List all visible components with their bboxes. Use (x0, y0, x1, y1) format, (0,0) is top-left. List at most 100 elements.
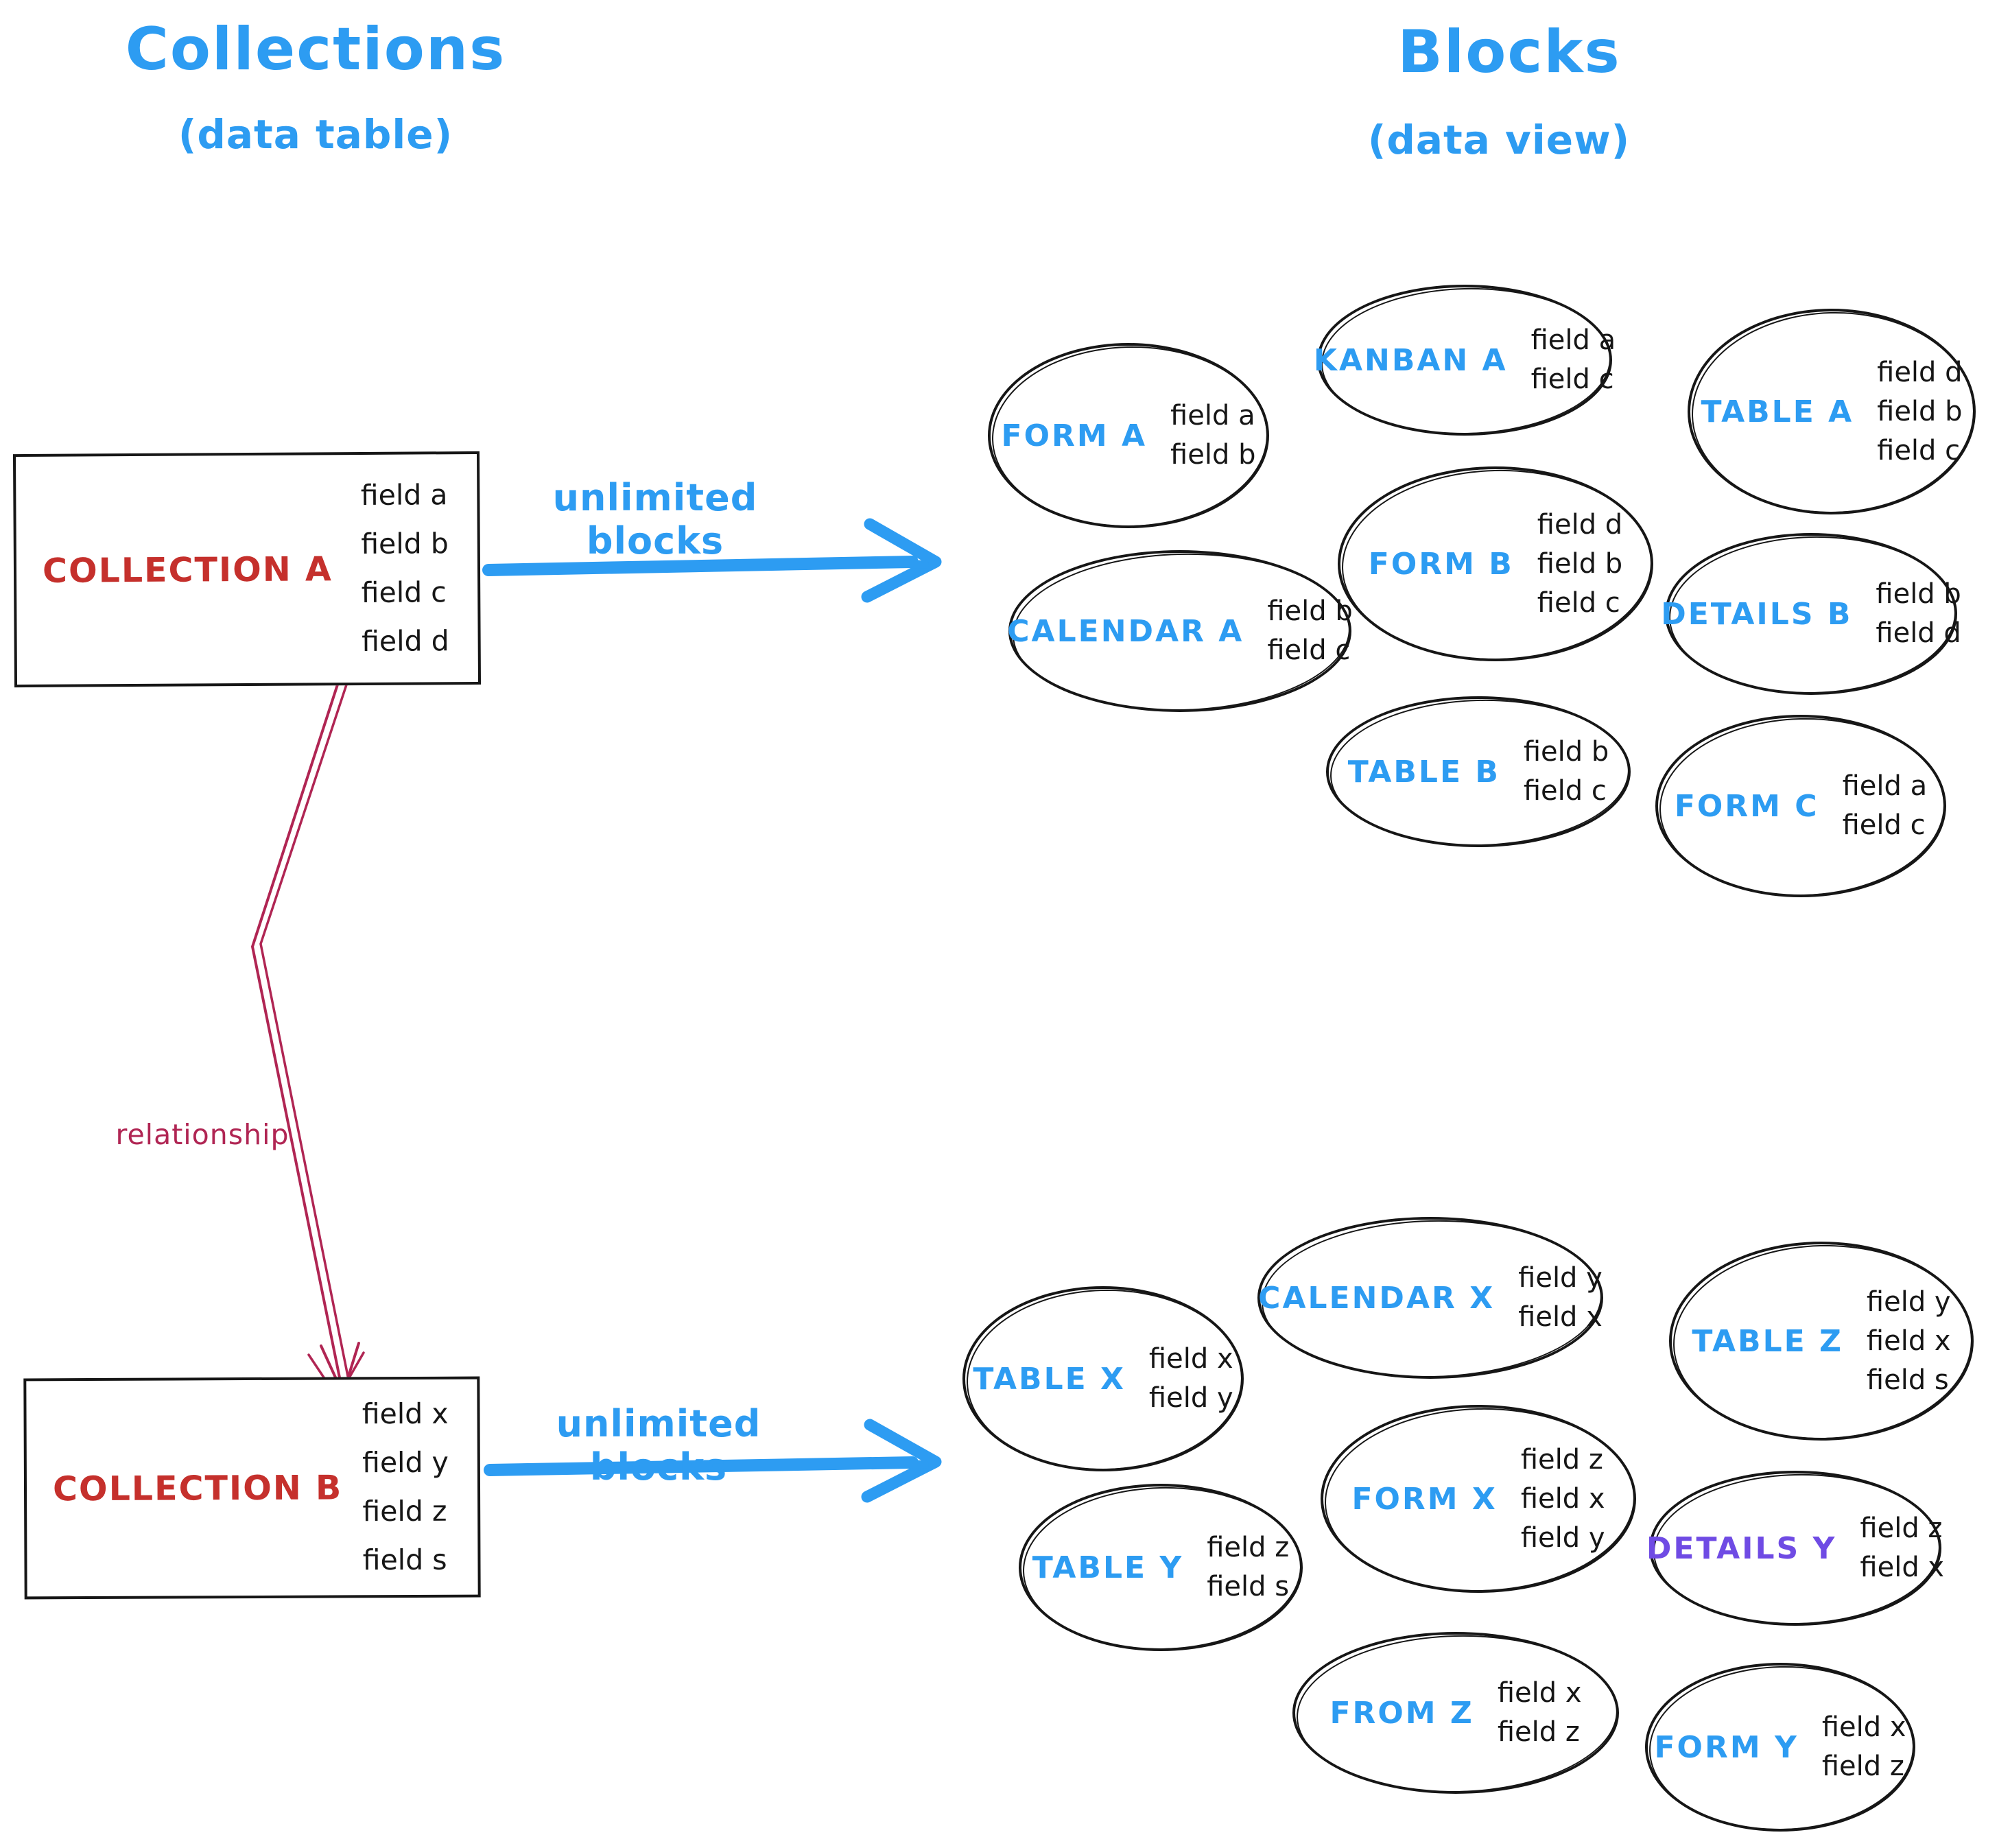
block-bubble-calendar-x: CALENDAR X field y field x (1257, 1216, 1604, 1382)
bubble-outline (1338, 466, 1653, 661)
bubble-outline (1649, 1471, 1941, 1626)
bubble-outline (1317, 285, 1612, 436)
field-label: field c (1530, 364, 1614, 395)
field-label: field a (1842, 770, 1928, 802)
field-label: field x (1866, 1325, 1951, 1357)
bubble-outline (1645, 1663, 1915, 1832)
block-label: CALENDAR X (1258, 1280, 1495, 1316)
field-label: field x (1821, 1711, 1906, 1743)
collection-name: COLLECTION A (42, 549, 333, 591)
bubble-outline (1292, 1632, 1619, 1794)
block-fields: field d field b field c (1537, 506, 1622, 623)
unlimited-blocks-arrowhead-b (861, 1419, 942, 1503)
blocks-title: Blocks (1397, 18, 1621, 86)
block-fields: field y field x (1518, 1259, 1603, 1337)
field-label: field b (1267, 595, 1353, 627)
block-bubble-kanban-a: KANBAN A field a field c (1313, 284, 1616, 438)
block-label: CALENDAR A (1007, 613, 1244, 649)
block-label: FORM A (1001, 418, 1148, 453)
block-label: FORM B (1368, 546, 1514, 582)
field-label: field y (1518, 1262, 1603, 1294)
block-bubble-calendar-a: CALENDAR A field b field c (1007, 549, 1353, 715)
unlimited-blocks-label-a: unlimited blocks (552, 476, 758, 562)
block-fields: field d field b field c (1877, 353, 1962, 471)
block-fields: field a field c (1531, 321, 1616, 399)
field-label: field z (1207, 1532, 1290, 1563)
field-label: field c (1842, 809, 1926, 841)
block-bubble-form-c: FORM C field a field c (1655, 714, 1948, 900)
field-label: field s (362, 1543, 447, 1577)
field-label: field c (1877, 434, 1961, 466)
field-label: field b (1537, 547, 1623, 580)
block-label: FORM C (1674, 788, 1819, 824)
field-label: field x (1497, 1677, 1582, 1709)
block-fields: field y field x field s (1867, 1283, 1951, 1400)
field-label: field y (1866, 1286, 1951, 1318)
relationship-arrow-line (250, 656, 348, 1392)
field-label: field b (361, 527, 449, 560)
collection-name: COLLECTION B (52, 1467, 343, 1508)
unlimited-blocks-arrowhead-a (861, 518, 942, 603)
field-label: field a (1530, 324, 1616, 356)
block-bubble-form-b: FORM B field d field b field c (1338, 466, 1655, 664)
field-label: field d (361, 624, 449, 658)
field-label: field z (1497, 1716, 1580, 1748)
field-label: field b (1523, 736, 1609, 768)
block-fields: field x field y (1149, 1340, 1233, 1418)
field-label: field c (1537, 587, 1620, 619)
field-label: field d (1876, 617, 1961, 649)
block-label: TABLE Y (1032, 1550, 1184, 1585)
field-label: field c (361, 576, 447, 609)
field-label: field a (1170, 400, 1255, 431)
bubble-outline (962, 1286, 1244, 1471)
field-label: field x (1518, 1301, 1603, 1333)
bubble-outline (1019, 1484, 1303, 1651)
field-label: field d (1537, 508, 1623, 541)
block-label: TABLE X (973, 1361, 1126, 1397)
collection-fields: field a field b field c field d (361, 471, 449, 666)
field-label: field s (1866, 1364, 1949, 1396)
field-label: field y (1148, 1382, 1233, 1414)
block-fields: field x field z (1498, 1674, 1582, 1752)
block-label: DETAILS Y (1646, 1530, 1837, 1566)
field-label: field b (1877, 395, 1963, 427)
bubble-outline (1008, 550, 1351, 712)
block-fields: field b field c (1267, 592, 1352, 670)
block-label: FORM Y (1654, 1729, 1799, 1765)
field-label: field c (1267, 635, 1351, 666)
bubble-outline (1257, 1217, 1603, 1379)
block-bubble-table-y: TABLE Y field z field s (1019, 1484, 1303, 1653)
block-bubble-table-x: TABLE X field x field y (962, 1286, 1245, 1473)
block-label: KANBAN A (1313, 342, 1508, 378)
field-label: field x (1520, 1482, 1605, 1515)
bubble-outline (1655, 715, 1946, 897)
relationship-arrow-line-2 (259, 659, 356, 1384)
field-label: field x (1860, 1552, 1945, 1583)
block-label: TABLE Z (1692, 1323, 1843, 1359)
unlimited-blocks-arrowstub-a (858, 558, 929, 569)
field-label: field a (360, 478, 448, 512)
field-label: field d (1877, 356, 1963, 388)
block-fields: field a field c (1843, 767, 1928, 845)
collections-subtitle: (data table) (178, 111, 453, 158)
field-label: field y (362, 1445, 449, 1480)
field-label: field s (1207, 1571, 1290, 1602)
bubble-outline (988, 343, 1269, 528)
field-label: field x (1148, 1343, 1233, 1375)
bubble-outline (1326, 696, 1631, 847)
